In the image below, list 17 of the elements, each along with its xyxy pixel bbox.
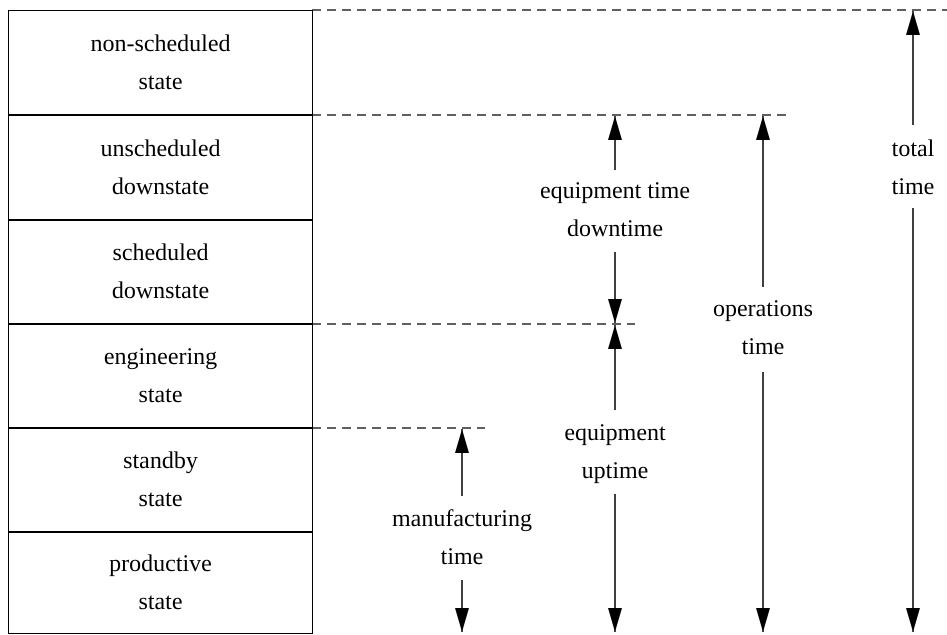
state-box bbox=[8, 428, 313, 532]
state-box bbox=[8, 220, 313, 324]
dimension-label: manufacturing time bbox=[391, 505, 533, 572]
state-label: scheduled downstate bbox=[110, 239, 210, 306]
state-box bbox=[8, 10, 313, 115]
state-box bbox=[8, 324, 313, 428]
state-label: engineering state bbox=[102, 343, 218, 410]
state-label: unscheduled downstate bbox=[100, 134, 222, 202]
dimension-label: operations time bbox=[712, 295, 814, 362]
dimension-label: equipment uptime bbox=[563, 419, 667, 486]
state-label: productive state bbox=[108, 550, 213, 617]
state-box bbox=[8, 532, 313, 634]
dimension-label: equipment time downtime bbox=[539, 177, 691, 244]
state-label: standby state bbox=[122, 447, 199, 514]
dimension-label: total time bbox=[890, 135, 936, 202]
state-box bbox=[8, 115, 313, 220]
state-label: non-scheduled state bbox=[90, 30, 232, 96]
